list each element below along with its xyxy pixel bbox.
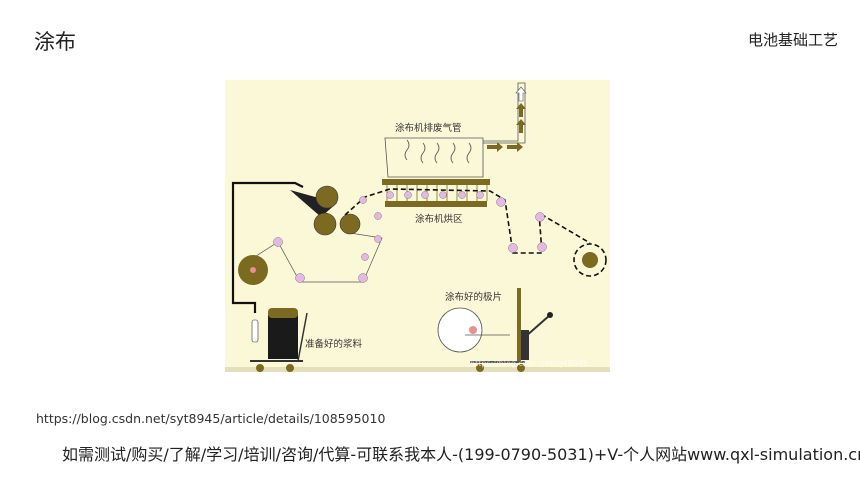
- contact-line: 如需测试/购买/了解/学习/培训/咨询/代算-可联系我本人-(199-0790-…: [62, 445, 860, 464]
- electrode-stand: [437, 288, 553, 372]
- coated-electrode-label: 涂布好的极片: [445, 291, 502, 303]
- oven-label: 涂布机烘区: [415, 213, 463, 225]
- watermark: https://blog.csdn.net/syt8945: [470, 359, 588, 368]
- slurry-label: 准备好的浆料: [305, 338, 363, 350]
- exhaust-label: 涂布机排废气管: [395, 122, 462, 134]
- section-label: 电池基础工艺: [747, 31, 838, 49]
- coating-hopper: [290, 190, 337, 217]
- coating-rollers: [313, 185, 361, 236]
- slide-title: 涂布: [34, 30, 76, 54]
- slurry-pipe: [231, 181, 304, 313]
- rewind-roll: [573, 243, 607, 277]
- floor: [225, 367, 610, 372]
- unwind-core: [250, 267, 256, 273]
- exhaust-arrows: [487, 86, 527, 152]
- coating-process-diagram: 涂布机排废气管 涂布机烘区 准备好的浆料 涂布好的极片: [225, 80, 610, 372]
- rewind-core: [582, 252, 598, 268]
- guide-rollers: [273, 191, 547, 283]
- slurry-cart: [250, 308, 308, 372]
- source-url: https://blog.csdn.net/syt8945/article/de…: [36, 411, 386, 426]
